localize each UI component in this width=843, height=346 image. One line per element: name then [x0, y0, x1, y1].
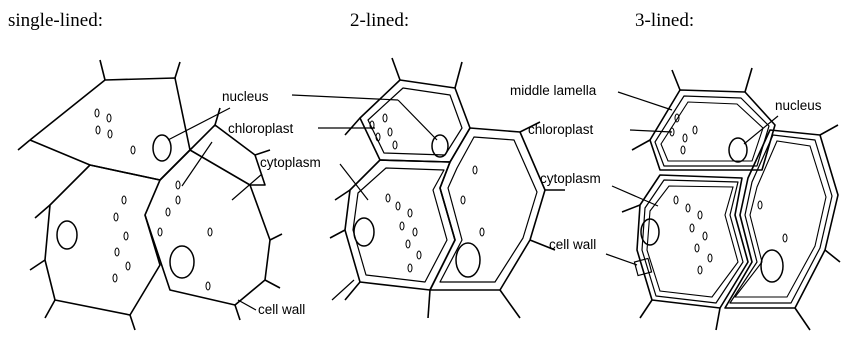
3-lined-middle-walls — [641, 95, 833, 304]
label-cell-wall-3: cell wall — [549, 237, 596, 252]
leader-cell-wall — [237, 299, 257, 311]
leader-nucleus-2b — [397, 99, 438, 141]
label-middle-lamella: middle lamella — [510, 83, 597, 98]
leader-middle-lamella — [617, 91, 673, 111]
2-lined-panel — [329, 57, 565, 319]
3-lined-outer-walls — [621, 67, 841, 331]
3-lined-chloroplasts — [669, 113, 788, 275]
leader-nucleus-2 — [291, 94, 399, 101]
3-lined-nucleus-top — [728, 137, 748, 163]
2-lined-inner-walls — [352, 87, 538, 283]
label-chloroplast-3: chloroplast — [528, 122, 594, 137]
panel-title-2-lined: 2-lined: — [350, 10, 409, 31]
3-lined-nucleus-right — [760, 249, 784, 283]
single-lined-panel — [17, 59, 283, 331]
single-nucleus-left — [56, 220, 78, 250]
single-nucleus-middle — [169, 245, 195, 279]
3-lined-nucleus-left — [640, 218, 660, 246]
leader-cell-wall-3 — [605, 253, 638, 266]
2-lined-nucleus-right — [455, 242, 481, 278]
label-cell-wall: cell wall — [258, 302, 305, 317]
leader-cytoplasm-2 — [339, 163, 369, 201]
leader-cytoplasm — [231, 173, 263, 201]
panel-title-single-lined: single-lined: — [8, 10, 103, 31]
single-nucleus-top — [152, 134, 172, 162]
panel-title-3-lined: 3-lined: — [635, 10, 694, 31]
leader-cell-wall-2 — [331, 279, 355, 301]
2-lined-nucleus-left — [353, 217, 375, 247]
leader-nucleus — [167, 107, 231, 141]
label-chloroplast: chloroplast — [228, 121, 294, 136]
label-cytoplasm-3: cytoplasm — [540, 171, 601, 186]
label-nucleus-3: nucleus — [775, 98, 822, 113]
leader-nucleus-3 — [743, 115, 779, 145]
label-cytoplasm: cytoplasm — [260, 155, 321, 170]
2-lined-nucleus-top — [431, 134, 449, 158]
leader-chloroplast-3 — [629, 129, 673, 133]
single-chloroplasts — [94, 108, 213, 291]
leader-chloroplast — [181, 141, 213, 187]
3-lined-wall-section-box — [633, 257, 653, 277]
leader-cytoplasm-3 — [611, 185, 659, 207]
label-nucleus: nucleus — [222, 89, 269, 104]
2-lined-chloroplasts — [369, 113, 485, 273]
2-lined-outer-walls — [329, 57, 565, 319]
single-lined-cell-walls — [17, 59, 283, 331]
